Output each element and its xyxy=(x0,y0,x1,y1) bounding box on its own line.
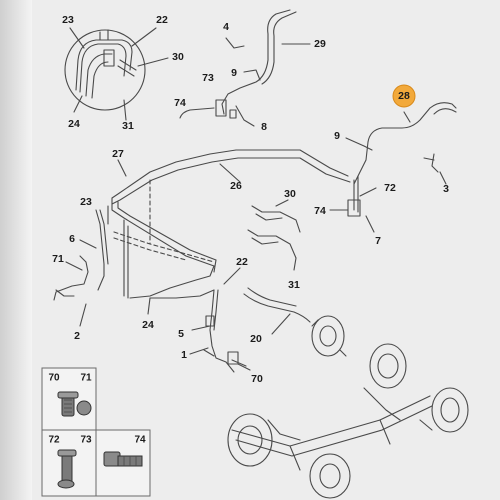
callout-22a: 22 xyxy=(156,14,168,26)
left-rear-hose xyxy=(53,209,109,327)
callout-24a: 24 xyxy=(68,118,80,130)
callout-2: 2 xyxy=(74,330,80,342)
callout-4: 4 xyxy=(223,21,229,33)
box2-label-mid: 73 xyxy=(80,435,92,446)
callout-20: 20 xyxy=(250,333,262,345)
box1-label-left: 70 xyxy=(48,373,60,384)
callout-72: 72 xyxy=(384,182,396,194)
front-hose-assembly xyxy=(179,9,311,127)
callout-3: 3 xyxy=(443,183,449,195)
callout-31b: 31 xyxy=(288,279,300,291)
callout-71: 71 xyxy=(52,253,64,265)
flange-bolt-icon xyxy=(57,391,92,417)
callout-6: 6 xyxy=(69,233,75,245)
callout-9b: 9 xyxy=(334,130,340,142)
callout-1: 1 xyxy=(181,349,187,361)
callout-5: 5 xyxy=(178,328,184,340)
callout-9a: 9 xyxy=(231,67,237,79)
main-brake-pipes xyxy=(107,149,351,299)
callout-74b: 74 xyxy=(314,205,326,217)
callout-31a: 31 xyxy=(122,120,134,132)
hardware-box-72-74: 72 73 74 xyxy=(41,429,151,497)
box2-label-left: 72 xyxy=(48,435,60,446)
box1-label-right: 71 xyxy=(80,373,92,384)
screw-icon xyxy=(57,449,77,489)
rear-axle-assembly xyxy=(227,287,469,499)
hardware-box-70-71: 70 71 xyxy=(41,367,97,431)
callout-30b: 30 xyxy=(284,188,296,200)
hidden-pipe-dashed xyxy=(113,179,215,263)
detail-pipes xyxy=(75,29,137,99)
detail-circle xyxy=(64,29,146,111)
hex-bolt-icon xyxy=(103,451,143,467)
callout-74a: 74 xyxy=(174,97,186,109)
callout-26: 26 xyxy=(230,180,242,192)
callout-7: 7 xyxy=(375,235,381,247)
highlight-label: 28 xyxy=(398,90,410,102)
box2-label-right: 74 xyxy=(134,435,146,446)
callout-70: 70 xyxy=(251,373,263,385)
highlight-callout-28: 28 xyxy=(392,84,416,108)
diagram-panel xyxy=(32,0,500,500)
callout-8: 8 xyxy=(261,121,267,133)
middle-hoses xyxy=(247,199,301,271)
callout-29: 29 xyxy=(314,38,326,50)
callout-23a: 23 xyxy=(62,14,74,26)
callout-30a: 30 xyxy=(172,51,184,63)
center-lower-hose xyxy=(147,267,251,373)
callout-24b: 24 xyxy=(142,319,154,331)
callout-27: 27 xyxy=(112,148,124,160)
callout-labels: 23 22 30 24 31 4 29 9 73 74 8 9 27 26 3 … xyxy=(52,14,449,385)
callout-73: 73 xyxy=(202,72,214,84)
page-edge-shadow xyxy=(0,0,32,500)
right-front-hose xyxy=(329,102,457,233)
callout-22b: 22 xyxy=(236,256,248,268)
callout-23b: 23 xyxy=(80,196,92,208)
